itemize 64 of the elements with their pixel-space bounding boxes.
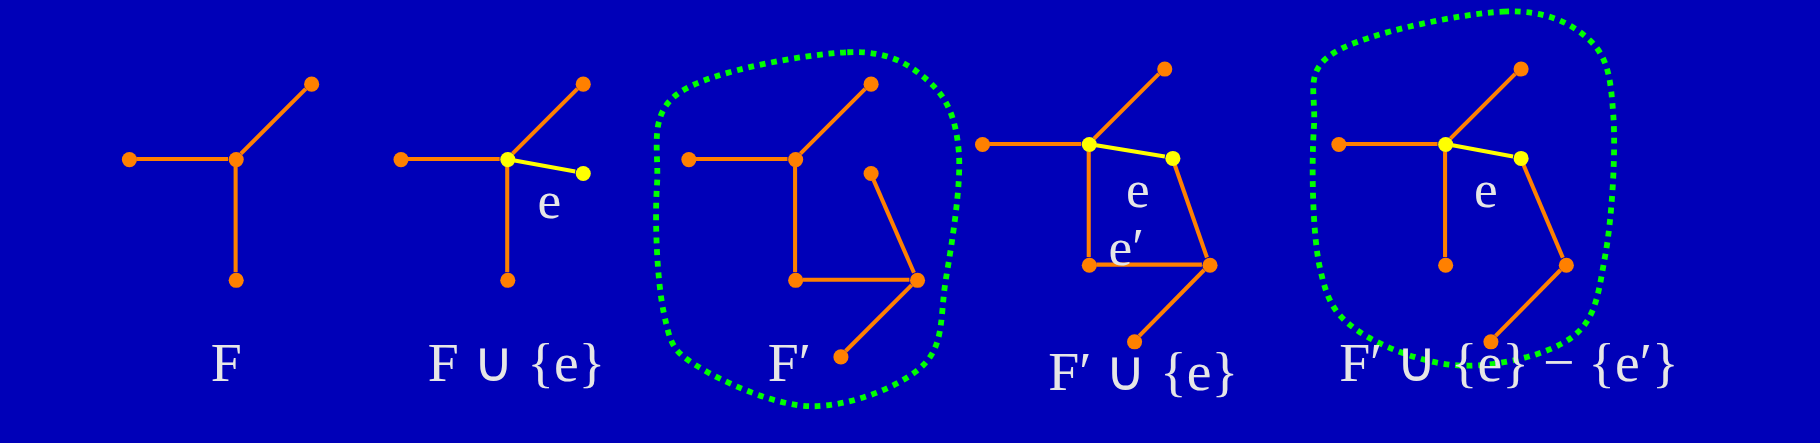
edge-label: e (537, 174, 562, 228)
graph-vertex (228, 151, 244, 167)
graph-vertex (1437, 257, 1453, 273)
graph-edge (1443, 151, 1448, 258)
set-formula-label: F′ ∪ {e} − {e′} (1339, 334, 1679, 390)
graph-vertex (1558, 257, 1574, 273)
graph-vertex (1126, 333, 1142, 349)
graph-vertex (863, 76, 879, 92)
graph-edge (1096, 262, 1202, 267)
graph-vertex (392, 151, 408, 167)
graph-vertex (121, 151, 137, 167)
graph-vertex (1081, 136, 1097, 152)
graph-edge (1494, 268, 1562, 338)
set-formula-label: F (210, 334, 242, 390)
graph-vertex (575, 165, 591, 181)
graph-edge (871, 179, 916, 274)
graph-vertex (1081, 257, 1097, 273)
graph-edge (798, 87, 867, 156)
graph-vertex (1201, 257, 1217, 273)
graph-edge (136, 157, 229, 162)
graph-vertex (863, 165, 879, 181)
graph-edge (511, 87, 579, 156)
graph-vertex (787, 272, 803, 288)
graph-edge (408, 157, 500, 162)
graph-edge (239, 87, 308, 156)
graph-vertex (499, 272, 515, 288)
graph-vertex (832, 348, 848, 364)
graph-edge (1345, 141, 1438, 146)
graph-edge (1095, 143, 1166, 159)
graph-vertex (1512, 60, 1529, 77)
graph-vertex (1164, 150, 1180, 166)
graph-edge (233, 166, 238, 273)
graph-vertex (575, 76, 591, 92)
graph-edge (1137, 268, 1206, 338)
set-formula-label: F′ (767, 334, 811, 390)
graph-edge (695, 157, 788, 162)
graph-vertex (787, 151, 803, 167)
graph-edge (1086, 151, 1091, 258)
graph-edge (1521, 164, 1565, 259)
graph-vertex (303, 76, 319, 92)
edge-label: e (1125, 162, 1150, 216)
graph-vertex (499, 151, 515, 167)
set-formula-label: F′ ∪ {e} (1048, 343, 1239, 400)
graph-vertex (909, 272, 925, 288)
graph-vertex (1156, 60, 1172, 77)
graph-vertex (1512, 150, 1529, 166)
graph-edge (1448, 72, 1517, 141)
graph-edge (793, 166, 798, 273)
graph-edge (989, 141, 1082, 146)
graph-edge (1452, 143, 1514, 159)
graph-edge (505, 166, 510, 273)
set-formula-label: F ∪ {e} (427, 334, 606, 390)
graph-vertex (1437, 136, 1453, 152)
edge-label: e (1474, 162, 1498, 216)
graph-vertex (1330, 136, 1346, 152)
graph-edge (1172, 164, 1209, 259)
graph-vertex (974, 136, 990, 152)
graph-edge (1092, 72, 1161, 141)
edge-label: e′ (1108, 220, 1144, 274)
graph-vertex (680, 151, 696, 167)
graph-edge (802, 277, 910, 282)
graph-vertex (228, 272, 244, 288)
graph-edge (844, 283, 914, 353)
graph-edge (514, 158, 576, 174)
